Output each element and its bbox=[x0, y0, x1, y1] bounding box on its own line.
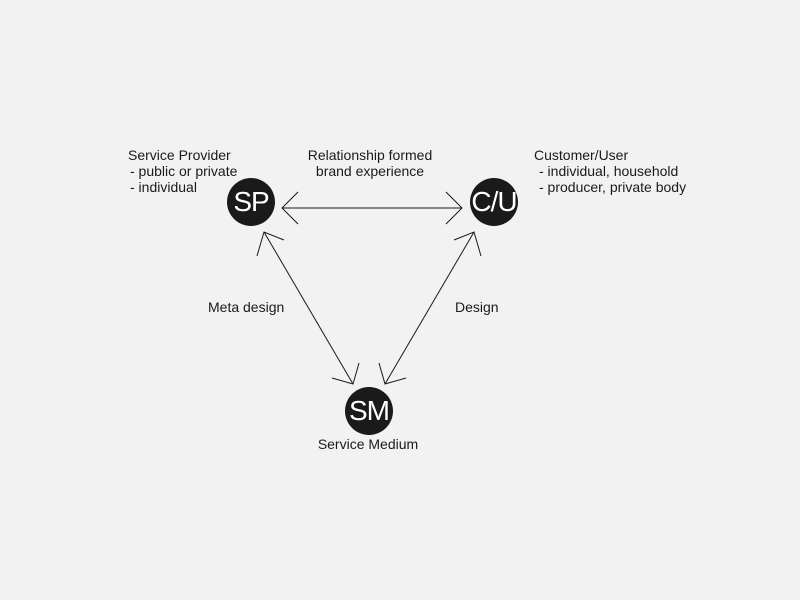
service-medium-abbr: SM bbox=[349, 395, 390, 426]
customer-user-title: Customer/User bbox=[534, 147, 629, 163]
service-provider-title: Service Provider bbox=[128, 147, 231, 163]
arrow-sp-sm bbox=[256, 231, 360, 385]
design-label: Design bbox=[455, 299, 499, 315]
service-provider-detail-1: - public or private bbox=[130, 163, 238, 179]
service-provider-abbr: SP bbox=[233, 186, 269, 217]
meta-design-label: Meta design bbox=[208, 299, 285, 315]
service-medium-title: Service Medium bbox=[317, 436, 419, 452]
relationship-label-line-2: brand experience bbox=[315, 163, 425, 179]
relationship-label-line-1: Relationship formed bbox=[307, 147, 433, 163]
arrow-cu-sm bbox=[378, 231, 482, 385]
service-provider-node: SP bbox=[227, 178, 275, 226]
customer-user-detail-1: - individual, household bbox=[539, 163, 679, 179]
customer-user-detail-2: - producer, private body bbox=[539, 179, 687, 195]
arrow-sp-cu bbox=[281, 191, 463, 225]
customer-user-node: C/U bbox=[470, 178, 518, 226]
service-provider-detail-2: - individual bbox=[130, 179, 197, 195]
customer-user-abbr: C/U bbox=[471, 186, 517, 217]
service-medium-node: SM bbox=[345, 387, 393, 435]
